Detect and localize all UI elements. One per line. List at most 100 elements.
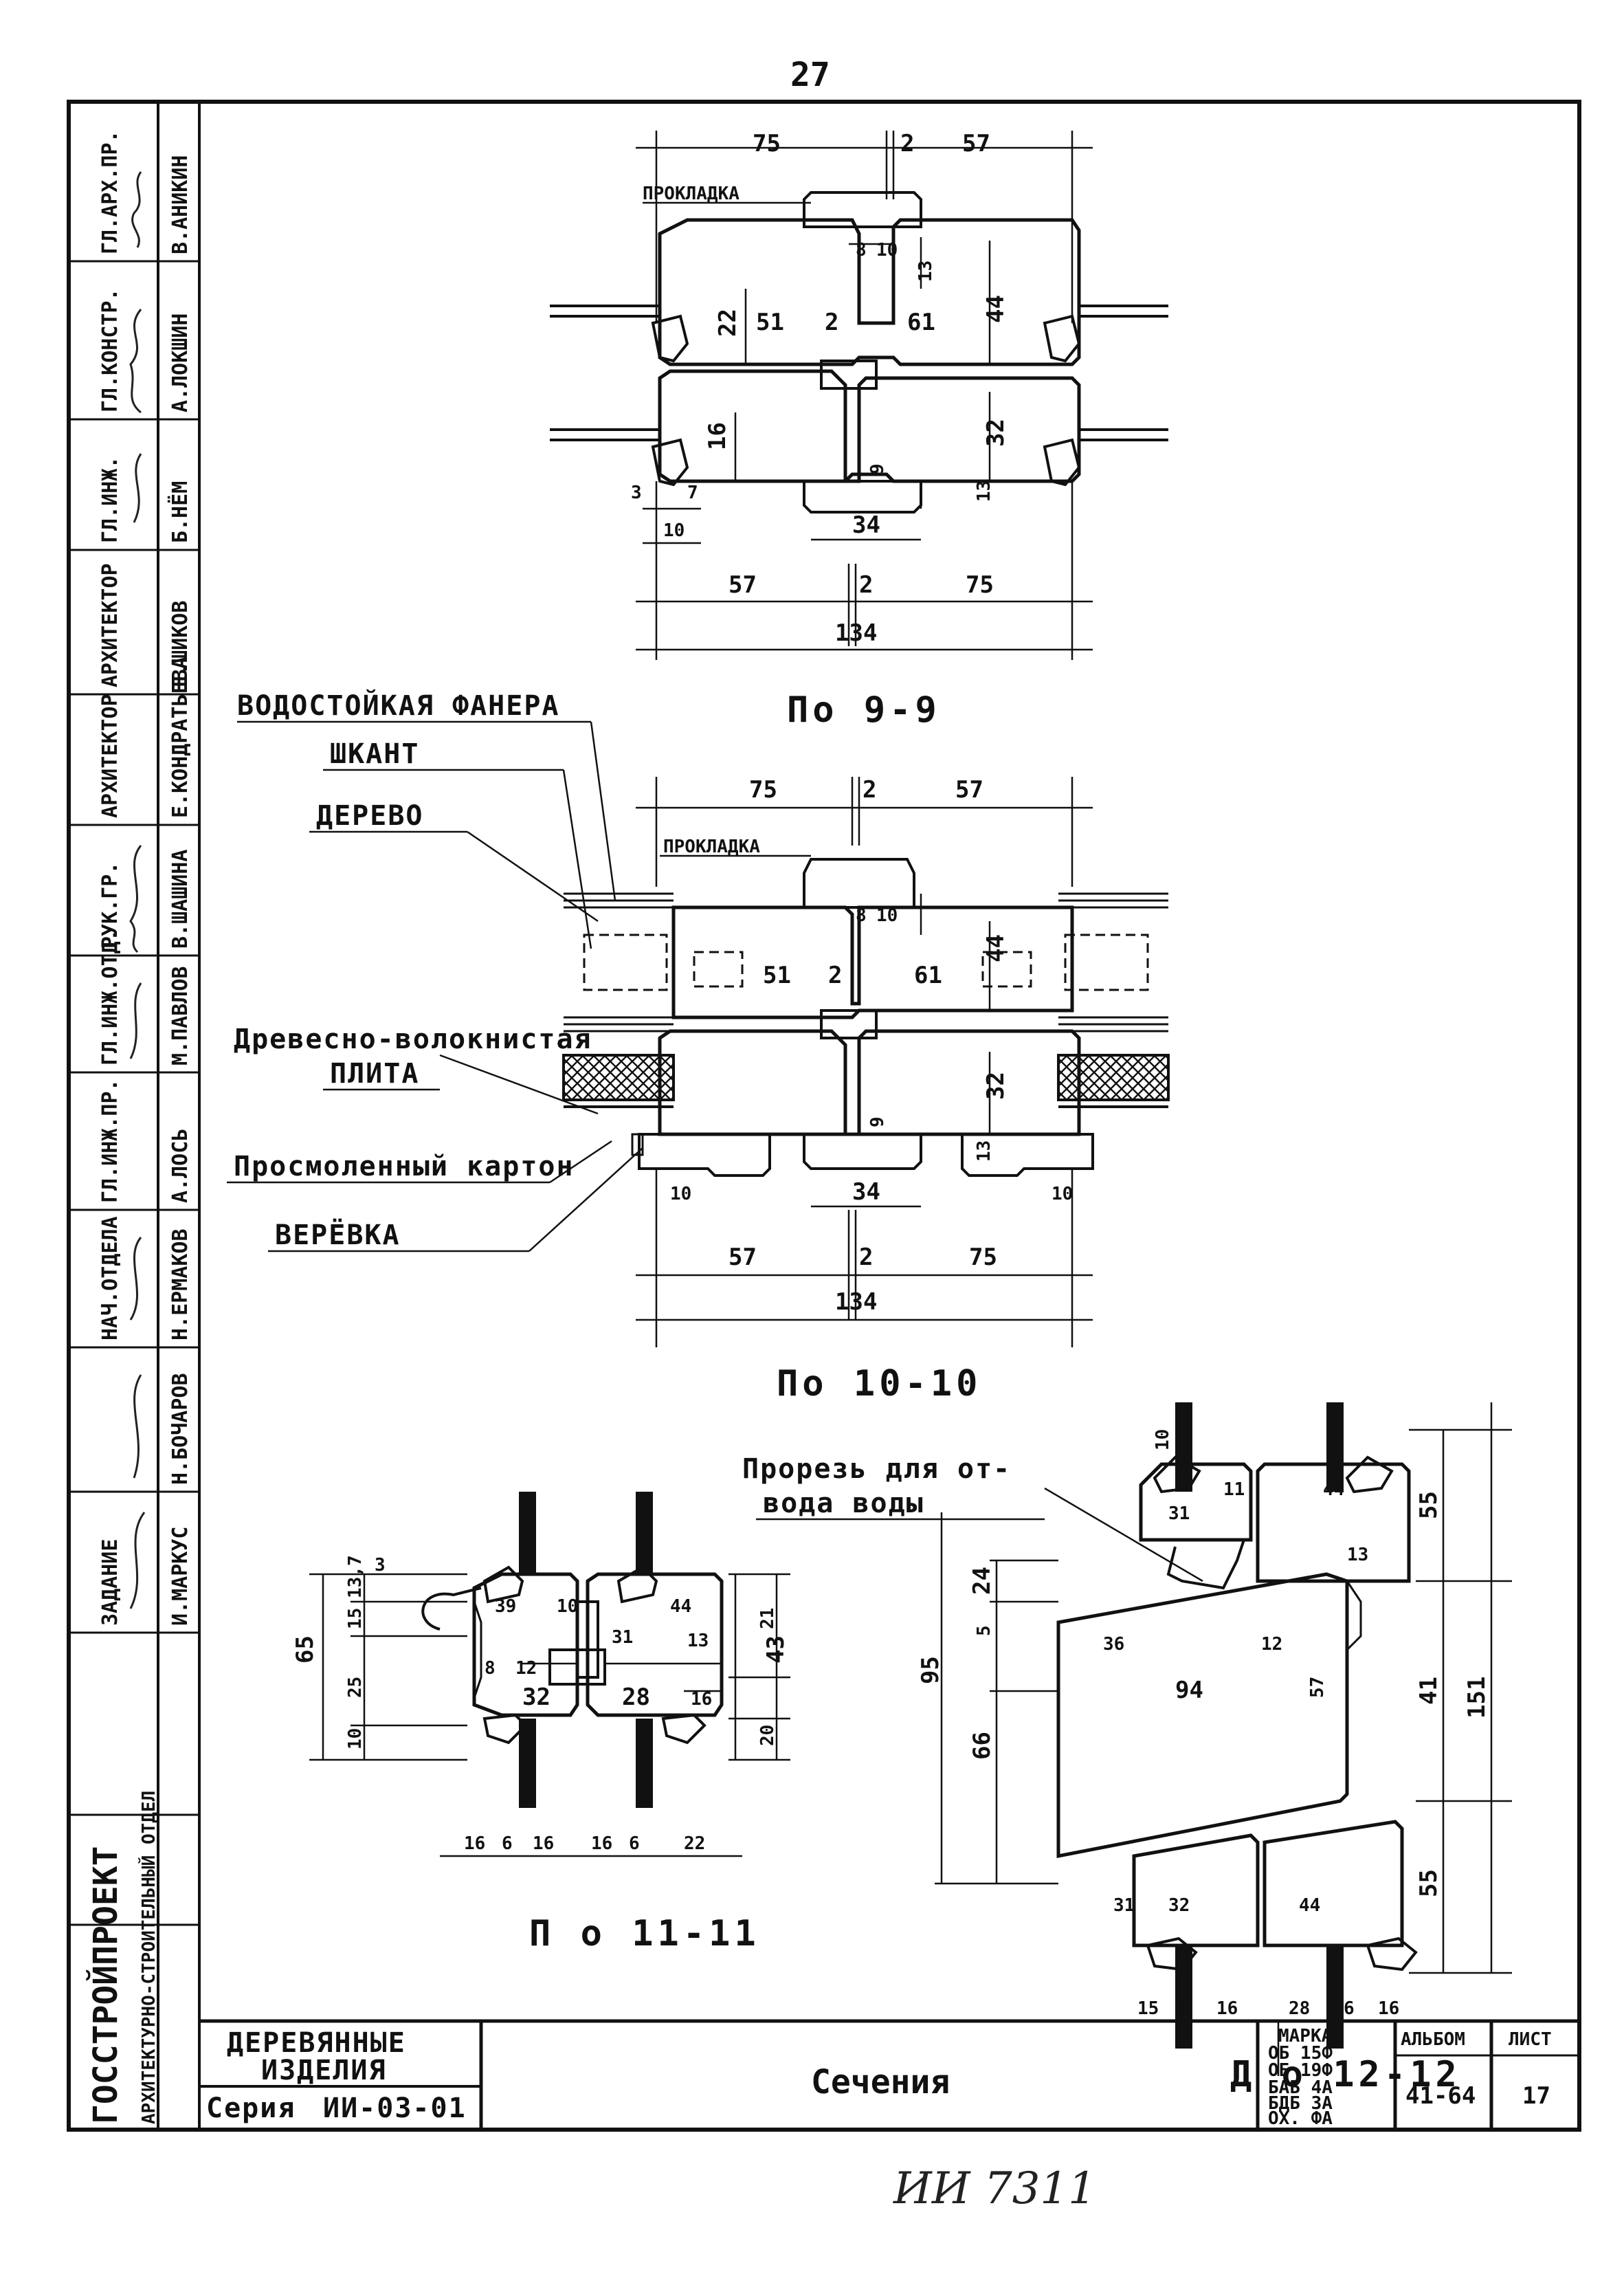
dim-9-h: 44 <box>982 295 1010 323</box>
dim-9-a: 75 <box>753 130 781 157</box>
dim-12-a: 31 <box>1168 1503 1190 1524</box>
title-sheet-number: 17 <box>1522 2082 1550 2110</box>
dim-9-u: 9 <box>867 463 888 474</box>
stamp-row-title: АРХИТЕКТОР <box>98 563 122 687</box>
dim-12-bottom-0: 15 <box>1137 1998 1159 2019</box>
section-10-10: 75 2 57 ПРОКЛАДКА 8 10 51 2 61 44 32 13 … <box>562 776 1170 1404</box>
stamp-row-name: В.ШАШИНА <box>168 850 192 949</box>
stamp-row-title: НАЧ.ОТДЕЛА <box>98 1216 122 1340</box>
stamp-row-title: ГЛ.АРХ.ПР. <box>98 130 122 254</box>
signatures <box>129 171 146 1609</box>
dim-11-bottom-0: 16 <box>464 1833 485 1854</box>
title-mark-3: БДБ 3А <box>1268 2093 1333 2114</box>
label-cardboard: Просмоленный картон <box>234 1151 575 1182</box>
material-labels: ВОДОСТОЙКАЯ ФАНЕРА ШКАНТ ДЕРЕВО Древесно… <box>227 689 643 1252</box>
stamp-row-title: ГЛ.ИНЖ.ОТД. <box>98 929 122 1066</box>
label-fiberboard-1: Древесно-волокнистая <box>234 1024 592 1055</box>
dim-11-g: 44 <box>670 1596 691 1617</box>
dim-10-r: 75 <box>969 1244 997 1271</box>
title-mark-2: БАБ 4А <box>1268 2077 1333 2098</box>
dim-11-o: 12 <box>515 1658 537 1679</box>
dim-12-top: 10 <box>1153 1429 1173 1450</box>
section-9-9: 75 2 57 ПРОКЛАДКА 8 10 51 2 61 22 44 16 … <box>550 130 1168 731</box>
dim-10-s: 8 <box>856 905 867 926</box>
dim-10-u: 9 <box>867 1116 888 1127</box>
dim-11-k: 32 <box>522 1684 550 1711</box>
dim-10-d: 51 <box>763 962 791 989</box>
stamp-row-title: ГЛ.КОНСТР. <box>98 288 122 412</box>
dim-10-q: 2 <box>859 1244 873 1271</box>
dim-12-j: 66 <box>968 1732 996 1760</box>
dim-11-j: 13 <box>687 1631 709 1651</box>
dim-12-b: 44 <box>1323 1479 1344 1500</box>
dim-11-p: 10 <box>557 1596 578 1617</box>
section-title-12-12: Д о 12-12 <box>1230 2054 1461 2095</box>
stamp-row-title: АРХИТЕКТОР <box>98 694 122 818</box>
dim-11-b: 25 <box>345 1677 366 1698</box>
dim-10-l: 34 <box>852 1178 880 1206</box>
title-series-value: ИИ-03-01 <box>323 2093 467 2124</box>
dim-11-l: 28 <box>622 1684 650 1711</box>
stamp-row-name: А.ЛОКШИН <box>168 313 192 413</box>
dim-9-c: 57 <box>962 130 990 157</box>
stamp-row-name: Е.ШИКОВ <box>168 601 192 687</box>
dim-11-bottom-5: 22 <box>684 1833 705 1854</box>
dim-12-l: 5 <box>974 1625 994 1636</box>
section-12-12: Прорезь для от- вода воды <box>742 1402 1512 2095</box>
dim-12-g: 94 <box>1175 1677 1203 1704</box>
dim-12-c: 11 <box>1223 1479 1245 1500</box>
dim-12-r: 31 <box>1113 1895 1135 1916</box>
title-product-1: ДЕРЕВЯННЫЕ <box>227 2027 406 2059</box>
section-title-10-10: По 10-10 <box>777 1363 981 1404</box>
stamp-row-title: ГЛ.ИНЖ.ПР. <box>98 1079 122 1203</box>
dim-10-j: 32 <box>982 1072 1010 1100</box>
title-product-2: ИЗДЕЛИЯ <box>261 2055 387 2086</box>
side-stamp: ГЛ.АРХ.ПР. ГЛ.КОНСТР. ГЛ.ИНЖ. АРХИТЕКТОР… <box>69 102 201 2130</box>
dim-9-i: 16 <box>704 422 731 450</box>
title-series-label: Серия <box>206 2093 296 2124</box>
title-sheet-head: ЛИСТ <box>1509 2029 1552 2050</box>
dim-12-d: 12 <box>1261 1634 1282 1655</box>
dim-12-i: 95 <box>917 1656 944 1684</box>
dim-12-k: 24 <box>968 1567 996 1595</box>
title-block: ДЕРЕВЯННЫЕ ИЗДЕЛИЯ Серия ИИ-03-01 Сечени… <box>199 2019 1579 2130</box>
dim-9-total: 134 <box>835 619 877 647</box>
dim-12-bottom-2: 16 <box>1216 1998 1238 2019</box>
title-album-head: АЛЬБОМ <box>1401 2029 1465 2050</box>
label-slot-2: вода воды <box>763 1488 924 1519</box>
dim-9-f: 61 <box>907 309 935 336</box>
dim-10-e: 2 <box>828 962 842 989</box>
dim-9-j: 32 <box>982 419 1010 447</box>
title-album: 41-64 <box>1405 2082 1476 2110</box>
dim-9-o: 10 <box>663 520 685 541</box>
title-sheet-title: Сечения <box>811 2063 950 2101</box>
dim-9-d: 51 <box>756 309 784 336</box>
dim-11-c: 15 <box>345 1608 366 1629</box>
handwritten-code: ИИ 7311 <box>893 2163 1096 2214</box>
title-mark-1: ОБ 19Ф <box>1268 2060 1333 2081</box>
dim-11-r: 43 <box>762 1635 790 1664</box>
dim-10-c: 57 <box>955 776 983 804</box>
dim-12-total: 151 <box>1463 1677 1491 1719</box>
dim-12-bottom-4: 6 <box>1344 1998 1355 2019</box>
dim-9-s: 8 <box>856 240 867 261</box>
sheet-frame <box>67 100 1581 2132</box>
page-number: 27 <box>790 56 830 94</box>
stamp-row-name: М.ПАВЛОВ <box>168 967 192 1066</box>
label-wood: ДЕРЕВО <box>316 800 424 832</box>
dim-10-o-right: 10 <box>1052 1184 1073 1204</box>
label-slot-1: Прорезь для от- <box>742 1453 1011 1485</box>
dim-11-e: 3 <box>375 1555 386 1576</box>
dim-9-k2: 13 <box>915 261 936 282</box>
dim-11-m: 16 <box>691 1689 712 1710</box>
dim-9-q: 2 <box>859 571 873 599</box>
dim-9-g: 22 <box>714 309 742 337</box>
dim-11-i: 31 <box>612 1627 633 1648</box>
dim-11-bottom-2: 16 <box>533 1833 554 1854</box>
stamp-row-name: Н.ЕРМАКОВ <box>168 1228 192 1340</box>
dim-9-n: 7 <box>687 483 698 503</box>
label-plywood: ВОДОСТОЙКАЯ ФАНЕРА <box>237 689 559 722</box>
stamp-dept: АРХИТЕКТУРНО-СТРОИТЕЛЬНЫЙ ОТДЕЛ <box>137 1791 159 2124</box>
stamp-row-title: ГЛ.ИНЖ. <box>98 456 122 543</box>
